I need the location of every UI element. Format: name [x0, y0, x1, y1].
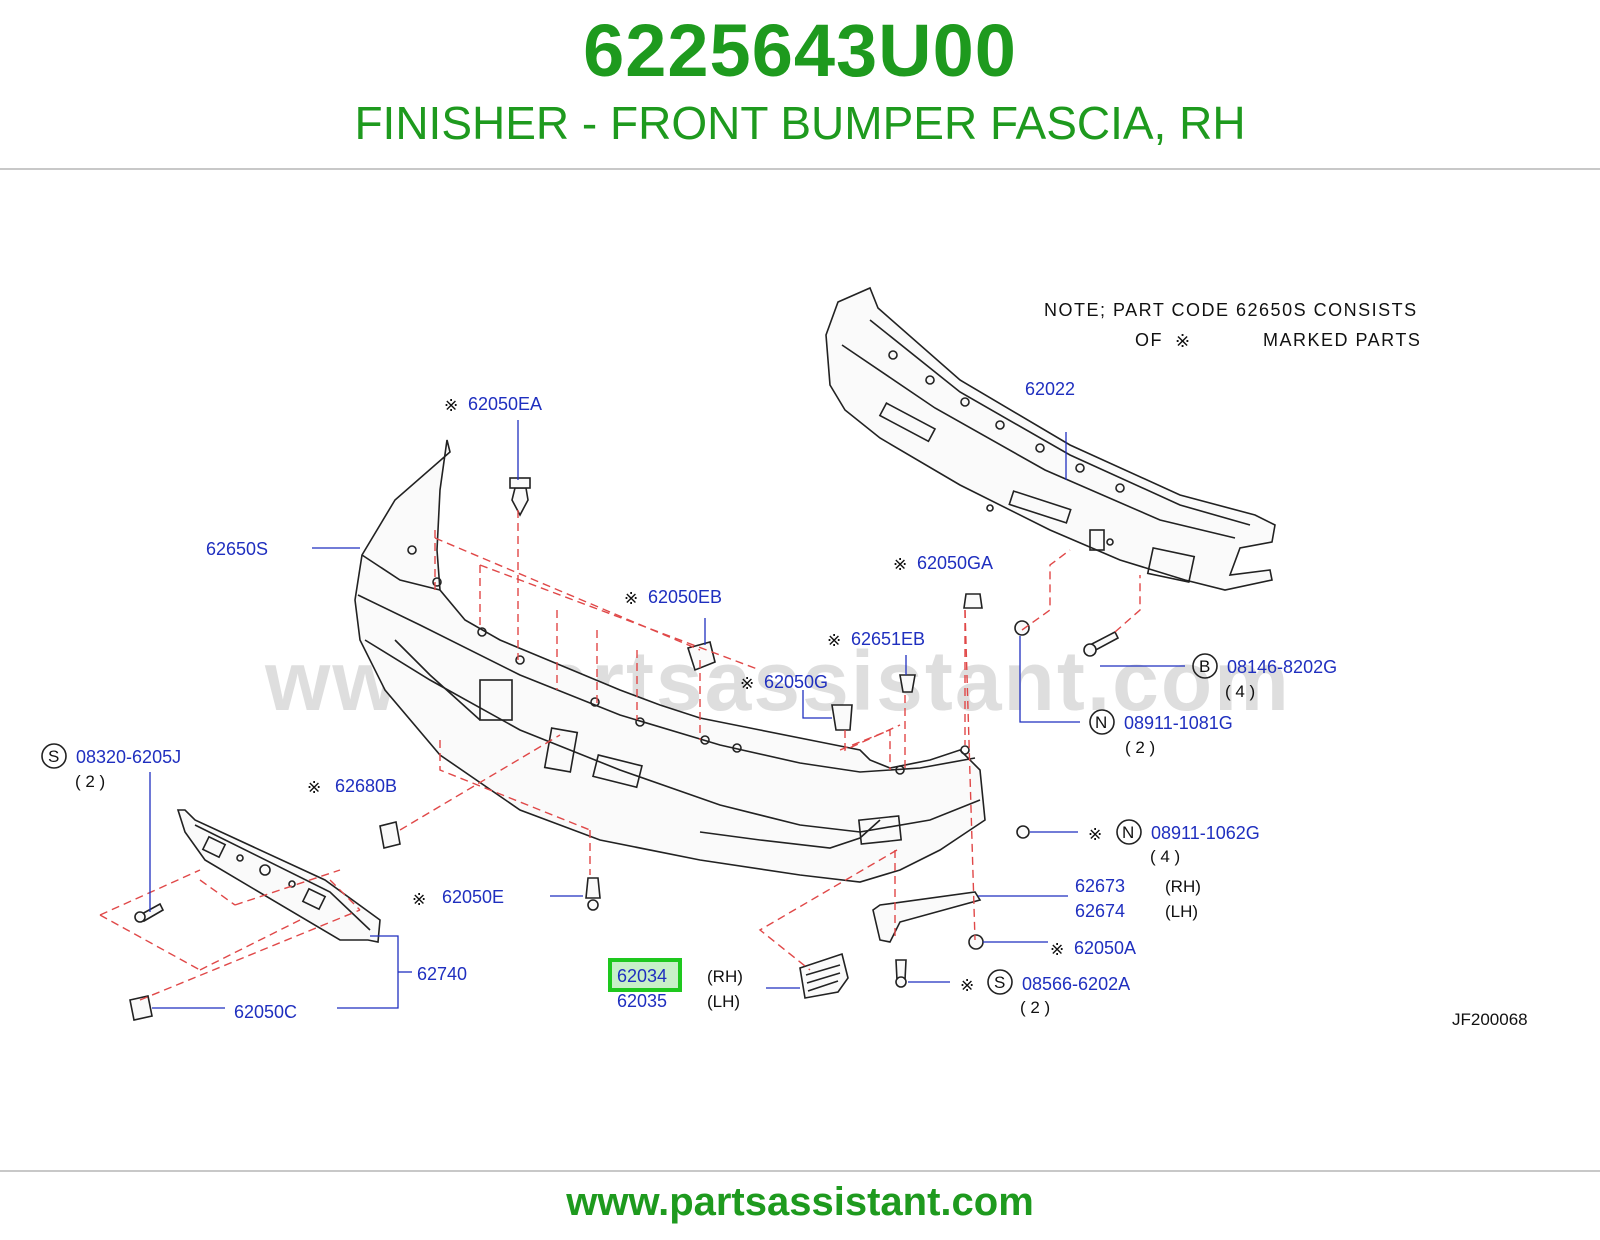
circle-n-letter: N [1095, 713, 1107, 732]
label-62050G[interactable]: 62050G [764, 672, 828, 692]
marker-08566-6202A: ※ [960, 976, 974, 995]
marker-08911-1062G: ※ [1088, 825, 1102, 844]
label-62050GA[interactable]: 62050GA [917, 553, 993, 573]
marker-62651EB: ※ [827, 631, 841, 650]
circle-s2-letter: S [994, 973, 1005, 992]
highlighted-part-box [608, 958, 682, 992]
screw-08566-6202A [895, 959, 907, 988]
label-62650S[interactable]: 62650S [206, 539, 268, 559]
note-line-1: NOTE; PART CODE 62650S CONSISTS [1044, 300, 1418, 320]
side-62673: (RH) [1165, 877, 1201, 896]
side-62035: (LH) [707, 992, 740, 1011]
label-62651EB[interactable]: 62651EB [851, 629, 925, 649]
nut-08911-1081G [1014, 620, 1030, 636]
note-marker-symbol: ※ [1175, 331, 1192, 351]
page-header: 6225643U00 FINISHER - FRONT BUMPER FASCI… [0, 0, 1600, 170]
clip-62680B [379, 821, 401, 849]
assembly-lines [99, 510, 1141, 1001]
label-08911-1081G[interactable]: 08911-1081G [1124, 713, 1233, 733]
bumper-fascia-part [354, 439, 986, 883]
bolt-62050A [968, 934, 984, 950]
label-08911-1062G[interactable]: 08911-1062G [1151, 823, 1260, 843]
marker-62050GA: ※ [893, 555, 907, 574]
label-08320-6205J[interactable]: 08320-6205J [76, 747, 181, 767]
label-08566-6202A[interactable]: 08566-6202A [1022, 974, 1130, 994]
parts-diagram: www.partsassistant.com NOTE; PART CODE 6… [41, 286, 1528, 1029]
circle-s-letter: S [48, 747, 59, 766]
marker-62050G: ※ [740, 674, 754, 693]
clip-62050EA [509, 477, 531, 517]
label-62740[interactable]: 62740 [417, 964, 467, 984]
license-bracket-part [176, 809, 381, 943]
diagram-code: JF200068 [1452, 1010, 1528, 1029]
label-62050E[interactable]: 62050E [442, 887, 504, 907]
label-62022[interactable]: 62022 [1025, 379, 1075, 399]
circle-n-icon [1089, 709, 1115, 735]
side-62674: (LH) [1165, 902, 1198, 921]
circle-b-letter: B [1199, 657, 1210, 676]
circle-b-icon [1192, 653, 1218, 679]
clip-62050C [129, 995, 153, 1021]
marker-62680B: ※ [307, 778, 321, 797]
qty-08911-1081G: ( 2 ) [1125, 738, 1155, 757]
label-62673[interactable]: 62673 [1075, 876, 1125, 896]
qty-08566-6202A: ( 2 ) [1020, 998, 1050, 1017]
clip-62050E [585, 877, 601, 911]
label-62035[interactable]: 62035 [617, 991, 667, 1011]
footer-website[interactable]: www.partsassistant.com [566, 1180, 1034, 1224]
marker-62050EB: ※ [624, 589, 638, 608]
marker-62050E: ※ [412, 890, 426, 909]
circle-s-icon [41, 743, 67, 769]
circle-n2-letter: N [1122, 823, 1134, 842]
qty-08146-8202G: ( 4 ) [1225, 682, 1255, 701]
note-marked-parts: MARKED PARTS [1263, 330, 1421, 350]
part-name-subtitle: FINISHER - FRONT BUMPER FASCIA, RH [354, 97, 1246, 149]
side-62034: (RH) [707, 967, 743, 986]
clip-62050EB [686, 641, 716, 672]
circle-n2-icon [1116, 819, 1142, 845]
marker-62050EA: ※ [444, 396, 458, 415]
bolt-08146-8202G [1083, 630, 1120, 657]
marker-62050A: ※ [1050, 940, 1064, 959]
leader-lines [149, 420, 1185, 1009]
part-number-title: 6225643U00 [583, 9, 1017, 92]
clip-62050GA [963, 593, 983, 609]
finisher-62034-part [799, 952, 849, 999]
qty-08911-1062G: ( 4 ) [1150, 847, 1180, 866]
label-62050C[interactable]: 62050C [234, 1002, 297, 1022]
nut-08911-1062G [1016, 825, 1030, 839]
label-62680B[interactable]: 62680B [335, 776, 397, 796]
label-62674[interactable]: 62674 [1075, 901, 1125, 921]
label-62050EB[interactable]: 62050EB [648, 587, 722, 607]
label-62034[interactable]: 62034 [617, 966, 667, 986]
footer-divider [0, 1170, 1600, 1172]
clip-62050G [831, 704, 853, 731]
circle-s2-icon [987, 969, 1013, 995]
bracket-62673 [872, 891, 982, 943]
clip-62651EB [899, 674, 916, 693]
note-of: OF [1135, 330, 1163, 350]
header-divider [0, 168, 1600, 170]
reinforcement-beam-part [825, 286, 1276, 591]
bolt-08320-6205J [134, 902, 165, 923]
qty-08320-6205J: ( 2 ) [75, 772, 105, 791]
label-08146-8202G[interactable]: 08146-8202G [1227, 657, 1337, 677]
label-62050EA[interactable]: 62050EA [468, 394, 542, 414]
label-62050A[interactable]: 62050A [1074, 938, 1136, 958]
